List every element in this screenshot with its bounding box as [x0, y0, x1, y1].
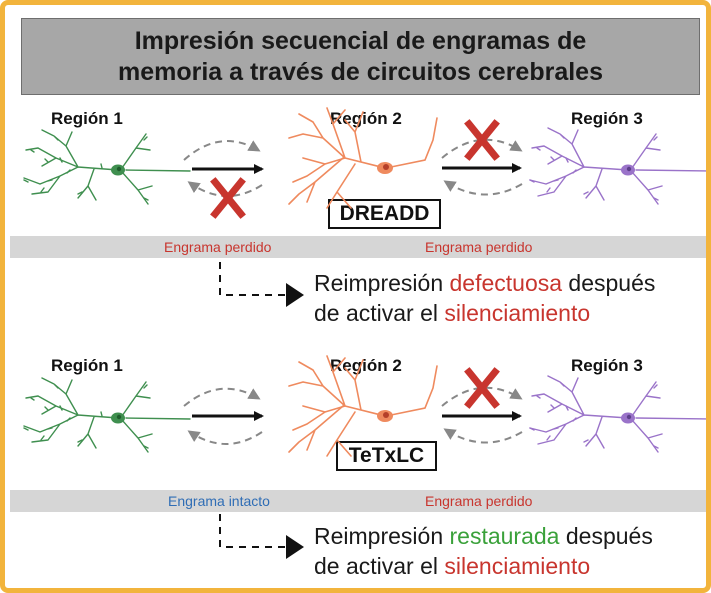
top-engram-right: Engrama perdido	[425, 239, 533, 255]
bottom-engram-right: Engrama perdido	[425, 493, 533, 509]
top-result-arrowhead	[286, 283, 304, 307]
bottom-result-line2-key: silenciamiento	[444, 553, 591, 579]
title-line-1: Impresión secuencial de engramas de	[134, 26, 587, 55]
top-region-3-label: Región 3	[571, 109, 643, 128]
top-result-line2-pre: de activar el	[314, 300, 445, 326]
bottom-result-pre: Reimpresión	[314, 523, 450, 549]
top-engram-left: Engrama perdido	[164, 239, 272, 255]
top-neuron-1	[23, 129, 191, 205]
bottom-result-arrowhead	[286, 535, 304, 559]
bottom-neuron-3	[529, 375, 706, 453]
top-result-key: defectuosa	[449, 270, 563, 296]
top-result-line-1: Reimpresión defectuosa después	[314, 269, 655, 297]
bottom-region-2-label: Región 2	[330, 356, 402, 375]
top-result-pre: Reimpresión	[314, 270, 450, 296]
bottom-result-line2-pre: de activar el	[314, 553, 445, 579]
top-result-connector	[219, 262, 286, 296]
bottom-result-line-2: de activar el silenciamiento	[314, 552, 590, 580]
bottom-left-dashed-upper	[183, 387, 261, 407]
bottom-result-connector	[219, 514, 286, 548]
title-line-2: memoria a través de circuitos cerebrales	[118, 57, 603, 86]
bottom-drug-box: TeTxLC	[336, 441, 437, 471]
bottom-right-dashed-upper	[441, 386, 523, 407]
bottom-neuron-1	[23, 377, 191, 453]
top-result-line-2: de activar el silenciamiento	[314, 299, 590, 327]
top-result-post: después	[562, 270, 656, 296]
top-engram-band	[10, 236, 706, 258]
top-right-dashed-lower	[443, 180, 523, 196]
bottom-region-1-label: Región 1	[51, 356, 123, 375]
bottom-result-key: restaurada	[449, 523, 560, 549]
diagram-graphics	[23, 107, 706, 559]
bottom-right-dashed-lower	[443, 428, 523, 444]
bottom-engram-left: Engrama intacto	[168, 493, 270, 509]
bottom-result-post: después	[559, 523, 653, 549]
top-neuron-3	[529, 127, 706, 205]
title-box: Impresión secuencial de engramas de memo…	[21, 18, 700, 95]
bottom-region-3-label: Región 3	[571, 356, 643, 375]
top-right-dashed-upper	[441, 138, 523, 159]
top-result-line2-key: silenciamiento	[444, 300, 591, 326]
top-left-dashed-upper	[183, 140, 261, 161]
bottom-left-dashed-lower	[187, 430, 263, 445]
bottom-result-line-1: Reimpresión restaurada después	[314, 522, 653, 550]
bottom-neuron-2	[288, 355, 438, 457]
top-left-red-x-icon	[215, 182, 241, 214]
bottom-engram-band	[10, 490, 706, 512]
top-region-1-label: Región 1	[51, 109, 123, 128]
top-neuron-2	[288, 107, 438, 209]
